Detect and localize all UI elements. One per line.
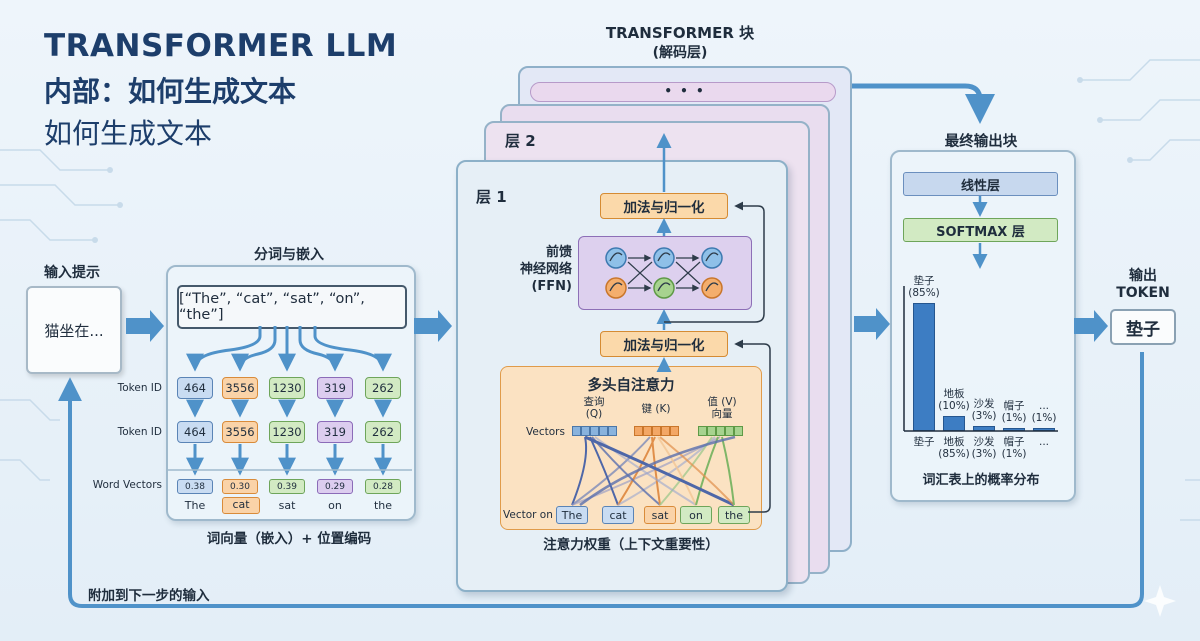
token-id-row2-2: 3556 [222, 421, 258, 443]
token-id-row2-5: 262 [365, 421, 401, 443]
token-id-label-1: Token ID [117, 382, 162, 394]
arrow-layers-to-final [854, 308, 890, 340]
more-layers-ellipsis: • • • [664, 84, 706, 98]
key-label: 键 (K) [641, 403, 671, 415]
transformer-subheading: (解码层) [652, 45, 708, 61]
layer-2-label: 层 2 [505, 132, 536, 150]
tokenization-heading: 分词与嵌入 [254, 247, 324, 263]
attention-title: 多头自注意力 [587, 378, 675, 394]
query-label-sub: (Q) [585, 408, 603, 420]
bar-top-label-1: 垫子(85%) [908, 275, 940, 299]
ffn-label-line3: (FFN) [531, 279, 572, 294]
attention-word-2: cat [602, 506, 634, 524]
token-id-3: 1230 [269, 377, 305, 399]
bar-top-label-3: 沙发(3%) [971, 398, 997, 422]
title-line-3: 如何生成文本 [44, 117, 213, 150]
feedback-loop-arrow [58, 352, 1144, 608]
token-id-5: 262 [365, 377, 401, 399]
word-vector-1: 0.38 [177, 479, 213, 494]
arrow-top-to-final [852, 83, 995, 124]
input-prompt-box: 猫坐在... [26, 286, 122, 374]
vectors-label: Vectors [526, 426, 565, 438]
ffn-label: 前馈 神经网络 (FFN) [500, 244, 572, 295]
add-norm-bottom: 加法与归一化 [600, 331, 728, 357]
bar-bottom-label-5: ... [1038, 436, 1049, 448]
token-id-4: 319 [317, 377, 353, 399]
output-heading-line2: TOKEN [1116, 285, 1170, 301]
value-label-text: 值 (V) [707, 396, 737, 408]
value-label: 值 (V)向量 [700, 396, 744, 420]
output-heading: 输出 TOKEN [1104, 268, 1182, 302]
attention-word-3: sat [644, 506, 676, 524]
attention-weights-caption: 注意力权重（上下文重要性） [543, 537, 719, 553]
token-id-1: 464 [177, 377, 213, 399]
ffn-label-line1: 前馈 [545, 245, 572, 260]
key-vector [634, 426, 679, 436]
attention-word-4: on [680, 506, 712, 524]
token-id-row2-4: 319 [317, 421, 353, 443]
word-4: on [328, 499, 342, 512]
title-line-2: 内部：如何生成文本 [44, 75, 297, 108]
bar-top-label-2: 地板(10%) [938, 388, 970, 412]
token-list-box: [“The”, “cat”, “sat”, “on”, “the”] [177, 285, 407, 329]
word-vector-4: 0.29 [317, 479, 353, 494]
ffn-label-line2: 神经网络 [519, 262, 572, 277]
word-5: the [373, 499, 393, 512]
bar-bottom-label-2: 地板(85%) [938, 436, 970, 460]
vector-on-label: Vector on [503, 509, 553, 521]
word-vector-5: 0.28 [365, 479, 401, 494]
word-vector-2: 0.30 [222, 479, 258, 494]
value-label-sub: 向量 [711, 408, 733, 420]
input-heading: 输入提示 [44, 265, 100, 281]
query-label: 查询(Q) [572, 396, 616, 420]
arrow-input-to-tokens [126, 310, 164, 342]
token-id-2: 3556 [222, 377, 258, 399]
arrow-tokens-to-layers [414, 310, 452, 342]
attention-word-1: The [556, 506, 588, 524]
layer-stack-back-inner [530, 82, 836, 102]
bar-top-label-5: ...(1%) [1031, 400, 1057, 424]
word-3: sat [278, 499, 296, 512]
layer-1-label: 层 1 [476, 188, 507, 206]
bar-bottom-label-4: 帽子(1%) [1001, 436, 1027, 460]
loop-label: 附加到下一步的输入 [88, 588, 210, 604]
word-2: cat [222, 497, 260, 514]
transformer-heading: TRANSFORMER 块 [605, 24, 755, 42]
bar-bottom-label-3: 沙发(3%) [971, 436, 997, 460]
word-vectors-label: Word Vectors [92, 479, 162, 491]
output-token-box: 垫子 [1110, 309, 1176, 345]
word-vector-3: 0.39 [269, 479, 305, 494]
value-vector [698, 426, 743, 436]
softmax-layer: SOFTMAX 层 [903, 218, 1058, 242]
sparkle-icon [1144, 585, 1176, 617]
embedding-caption: 词向量（嵌入）+ 位置编码 [206, 531, 372, 547]
attention-block [500, 366, 762, 530]
token-id-row2-3: 1230 [269, 421, 305, 443]
query-vector [572, 426, 617, 436]
bar-bottom-label-1: 垫子 [913, 436, 935, 448]
bar-top-label-4: 帽子(1%) [1001, 400, 1027, 424]
attention-word-5: the [718, 506, 750, 524]
word-1: The [184, 499, 206, 512]
token-id-row2-1: 464 [177, 421, 213, 443]
output-heading-line1: 输出 [1129, 268, 1157, 284]
arrow-final-to-output [1074, 310, 1108, 342]
title-line-1: TRANSFORMER LLM [44, 28, 398, 64]
final-heading: 最终输出块 [944, 134, 1018, 150]
query-label-text: 查询 [583, 396, 605, 408]
linear-layer: 线性层 [903, 172, 1058, 196]
token-id-label-2: Token ID [117, 426, 162, 438]
distribution-caption: 词汇表上的概率分布 [922, 473, 1040, 488]
